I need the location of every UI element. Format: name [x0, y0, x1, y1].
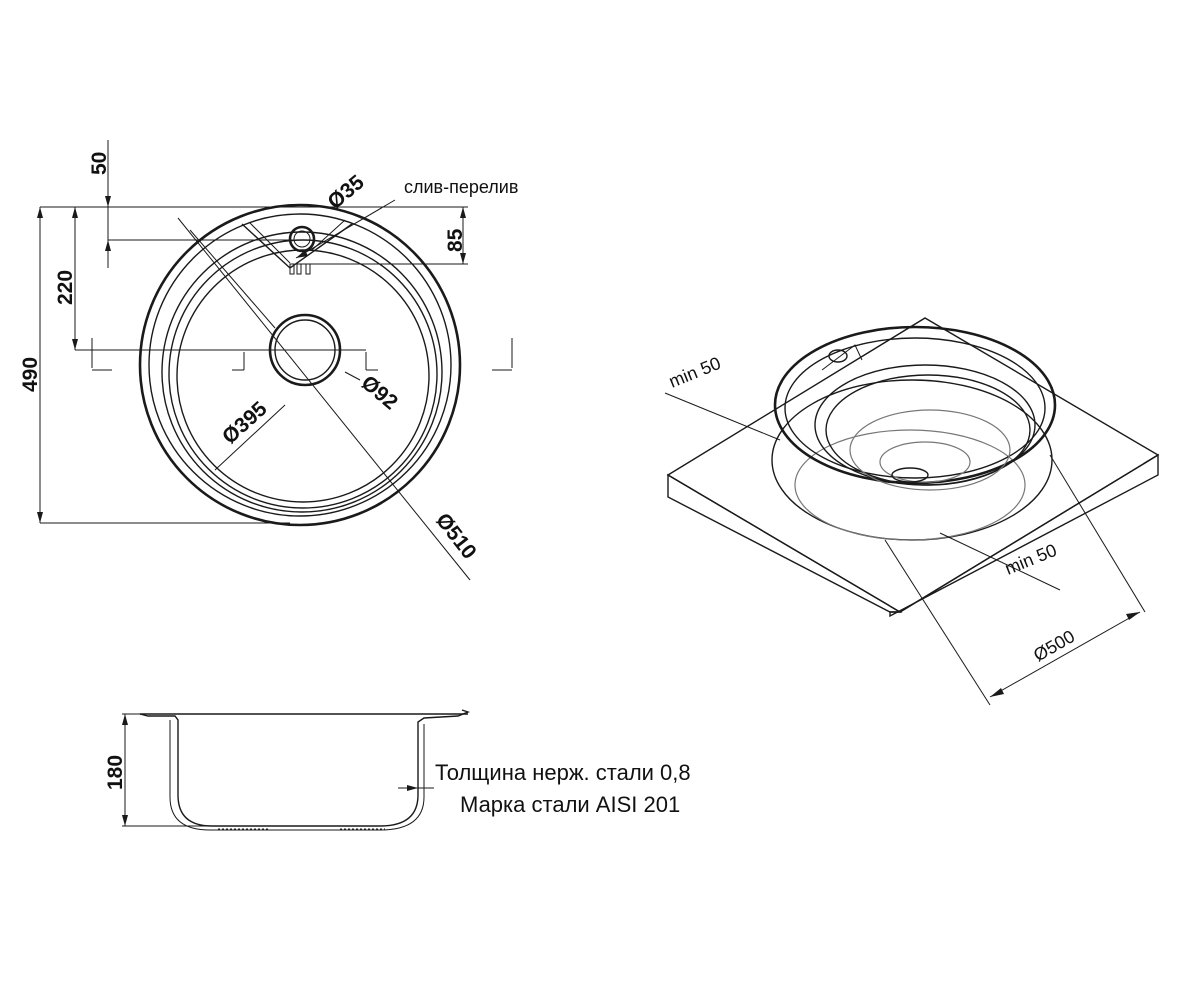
thickness-note: Толщина нерж. стали 0,8	[435, 760, 691, 785]
dim-500-label: Ø500	[1030, 626, 1078, 665]
countertop-top	[666, 317, 1160, 613]
dim-min50-bottom-label: min 50	[1002, 540, 1060, 579]
dim-395-label: Ø395	[218, 397, 272, 449]
dim-220-label: 220	[54, 270, 77, 305]
countertop-side	[889, 453, 1159, 618]
iso-overflow-hole	[828, 349, 848, 363]
outer-rim	[138, 203, 462, 527]
dim-92-label: Ø92	[357, 371, 402, 414]
rim-inner-edge	[148, 213, 452, 517]
overflow-hole	[288, 225, 316, 253]
dim-180-label: 180	[104, 755, 127, 790]
bowl-inner-edge	[176, 249, 430, 503]
bowl-groove-1	[161, 231, 443, 513]
overflow-shelf	[241, 223, 353, 269]
dim-50-label: 50	[88, 152, 111, 175]
section-view: 180 Толщина нерж. стали 0,8 Марка стали …	[104, 709, 691, 831]
section-profile	[139, 709, 471, 827]
top-view: 50 Ø35 слив-перелив 85 220 490 Ø92 Ø395 …	[19, 140, 518, 581]
countertop-front	[667, 473, 903, 613]
dim-85-label: 85	[444, 228, 467, 252]
overflow-label: слив-перелив	[404, 177, 518, 197]
sink-rim-outer	[773, 325, 1057, 485]
dim-490-label: 490	[19, 357, 42, 392]
dim-510-label: Ø510	[431, 509, 481, 564]
isometric-view: min 50 min 50 Ø500	[664, 317, 1160, 706]
iso-drain	[891, 467, 929, 483]
dim-min50-top-label: min 50	[666, 353, 724, 392]
steel-grade-note: Марка стали AISI 201	[460, 792, 680, 817]
bowl-groove-2	[168, 239, 438, 509]
